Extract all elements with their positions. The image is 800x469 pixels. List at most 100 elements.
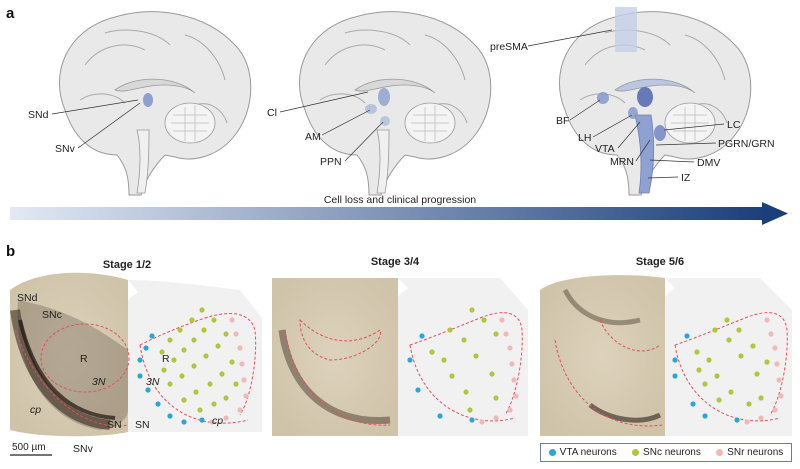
- snc-neuron-dot: [179, 373, 184, 378]
- snr-neuron-dot: [511, 377, 516, 382]
- snc-neuron-dot: [211, 401, 216, 406]
- neuron-legend: VTA neurons SNc neurons SNr neurons: [540, 443, 792, 462]
- label-dmv: DMV: [697, 157, 720, 169]
- label-presma: preSMA: [490, 41, 528, 53]
- snc-neuron-dot: [736, 327, 741, 332]
- section-label-sn-left: SN: [107, 419, 122, 431]
- snc-neuron-dot: [706, 357, 711, 362]
- section-label-cp-right: cp: [212, 415, 223, 427]
- snc-neuron-dot: [473, 353, 478, 358]
- snc-neuron-dot: [694, 349, 699, 354]
- panel-a-letter: a: [6, 5, 15, 22]
- vta-neuron-dot: [415, 387, 420, 392]
- legend-item-snc: SNc neurons: [632, 447, 701, 458]
- snc-neuron-dot: [161, 367, 166, 372]
- section-label-3n-right: 3N: [146, 376, 160, 388]
- snr-neuron-dot: [774, 361, 779, 366]
- snc-neuron-dot: [223, 395, 228, 400]
- stage-title-3: Stage 5/6: [636, 256, 684, 268]
- histology-section-3: [540, 275, 792, 436]
- snc-neuron-dot: [189, 317, 194, 322]
- label-snd: SNd: [28, 109, 49, 121]
- label-ppn: PPN: [320, 156, 342, 168]
- vta-neuron-dot: [149, 333, 154, 338]
- snr-neuron-dot: [768, 331, 773, 336]
- label-mrn: MRN: [610, 156, 634, 168]
- panel-b-letter: b: [6, 243, 15, 260]
- vta-neuron-dot: [734, 417, 739, 422]
- snr-neuron-dot: [758, 415, 763, 420]
- section-label-cp-left: cp: [30, 404, 41, 416]
- snc-neuron-dot: [177, 327, 182, 332]
- vta-neuron-dot: [199, 417, 204, 422]
- snc-neuron-dot: [201, 327, 206, 332]
- stage-title-2: Stage 3/4: [371, 256, 420, 268]
- histology-section-2: [272, 278, 528, 436]
- snc-neuron-dot: [219, 371, 224, 376]
- label-vta: VTA: [595, 143, 615, 155]
- label-iz: IZ: [681, 172, 691, 184]
- snc-neuron-dot: [167, 381, 172, 386]
- snc-neuron-dot: [203, 353, 208, 358]
- snr-neuron-dot: [239, 361, 244, 366]
- label-pgrn: PGRN/GRN: [718, 138, 775, 150]
- vta-neuron-dot: [419, 333, 424, 338]
- legend-label-vta: VTA neurons: [560, 447, 617, 458]
- legend-label-snr: SNr neurons: [727, 447, 783, 458]
- snr-neuron-dot: [493, 415, 498, 420]
- snr-neuron-dot: [237, 407, 242, 412]
- snr-neuron-dot: [509, 361, 514, 366]
- snr-neuron-dot: [507, 345, 512, 350]
- snc-neuron-dot: [469, 307, 474, 312]
- brain-diagram-3: [559, 7, 750, 195]
- snc-neuron-dot: [754, 371, 759, 376]
- snc-neuron-dot: [171, 357, 176, 362]
- snc-neuron-dot: [193, 389, 198, 394]
- snc-neuron-dot: [724, 317, 729, 322]
- snc-neuron-dot: [712, 327, 717, 332]
- vta-neuron-dot: [672, 357, 677, 362]
- snc-neuron-dot: [489, 371, 494, 376]
- snr-neuron-dot: [237, 345, 242, 350]
- snc-neuron-dot: [726, 337, 731, 342]
- legend-item-vta: VTA neurons: [549, 447, 617, 458]
- snc-neuron-dot: [750, 343, 755, 348]
- section-label-3n-left: 3N: [92, 376, 106, 388]
- legend-item-snr: SNr neurons: [716, 447, 783, 458]
- vta-neuron-dot: [167, 413, 172, 418]
- label-bf: BF: [556, 115, 569, 127]
- snr-neuron-dot: [772, 345, 777, 350]
- vta-neuron-dot: [437, 413, 442, 418]
- snc-neuron-dot: [223, 331, 228, 336]
- snc-neuron-dot: [746, 401, 751, 406]
- vta-neuron-dot: [684, 333, 689, 338]
- snc-neuron-dot: [493, 395, 498, 400]
- snc-neuron-dot: [493, 331, 498, 336]
- snr-neuron-dot: [243, 393, 248, 398]
- section-label-snc: SNc: [42, 309, 62, 321]
- snr-neuron-dot: [776, 377, 781, 382]
- snr-neuron-dot: [229, 317, 234, 322]
- snc-neuron-dot: [702, 381, 707, 386]
- snc-neuron-dot: [463, 389, 468, 394]
- snr-neuron-dot: [744, 419, 749, 424]
- snr-neuron-dot: [479, 419, 484, 424]
- snc-neuron-dot: [207, 381, 212, 386]
- vta-neuron-dot: [137, 357, 142, 362]
- snr-neuron-dot: [507, 407, 512, 412]
- vta-neuron-dot: [155, 401, 160, 406]
- snc-neuron-dot: [181, 397, 186, 402]
- vta-neuron-dot: [469, 417, 474, 422]
- label-snv: SNv: [55, 143, 76, 155]
- snr-neuron-dot: [778, 393, 783, 398]
- snr-neuron-dot: [513, 393, 518, 398]
- label-lc: LC: [727, 119, 741, 131]
- snr-neuron-dot: [223, 415, 228, 420]
- snc-neuron-dot: [233, 381, 238, 386]
- snc-neuron-dot: [728, 389, 733, 394]
- section-label-snv: SNv: [73, 443, 94, 455]
- snr-neuron-dot: [233, 331, 238, 336]
- snc-neuron-dot: [467, 407, 472, 412]
- snc-neuron-dot: [716, 397, 721, 402]
